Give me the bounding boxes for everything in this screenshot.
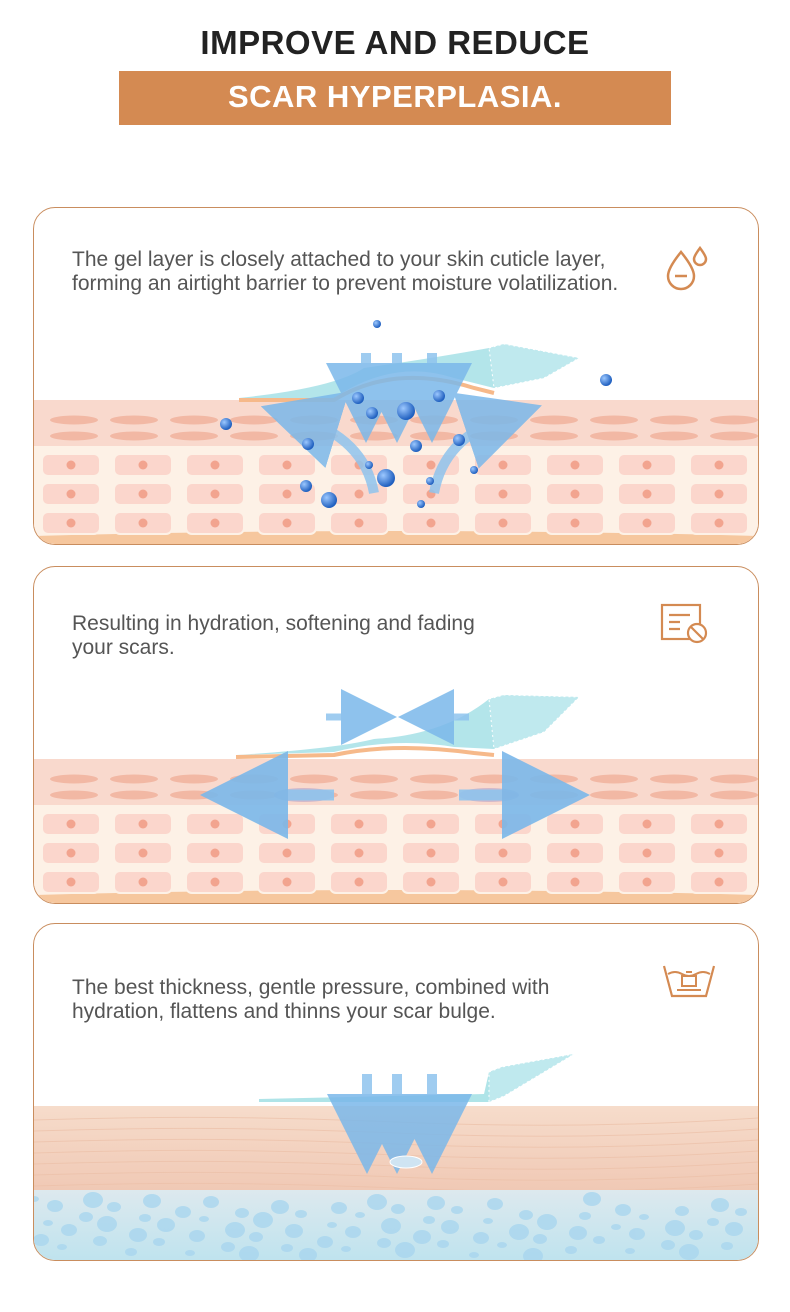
card-hydration: Resulting in hydration, softening and fa…: [33, 566, 759, 904]
card-text: The best thickness, gentle pressure, com…: [72, 976, 550, 1023]
card-text: Resulting in hydration, softening and fa…: [72, 612, 475, 659]
card-text: The gel layer is closely attached to you…: [72, 248, 619, 295]
hydration-illustration: [34, 689, 758, 903]
pressure-basin-icon: [662, 962, 716, 1007]
water-drops-icon: [664, 244, 714, 299]
document-fade-icon: [660, 603, 710, 652]
title-line-2: SCAR HYPERPLASIA.: [227, 79, 563, 114]
title-band: SCAR HYPERPLASIA.: [119, 71, 671, 125]
pressure-illustration: [34, 1053, 758, 1260]
card-pressure: The best thickness, gentle pressure, com…: [33, 923, 759, 1261]
title-line-1: IMPROVE AND REDUCE: [200, 24, 590, 61]
skin-barrier-illustration: [34, 320, 758, 544]
card-gel-barrier: The gel layer is closely attached to you…: [33, 207, 759, 545]
